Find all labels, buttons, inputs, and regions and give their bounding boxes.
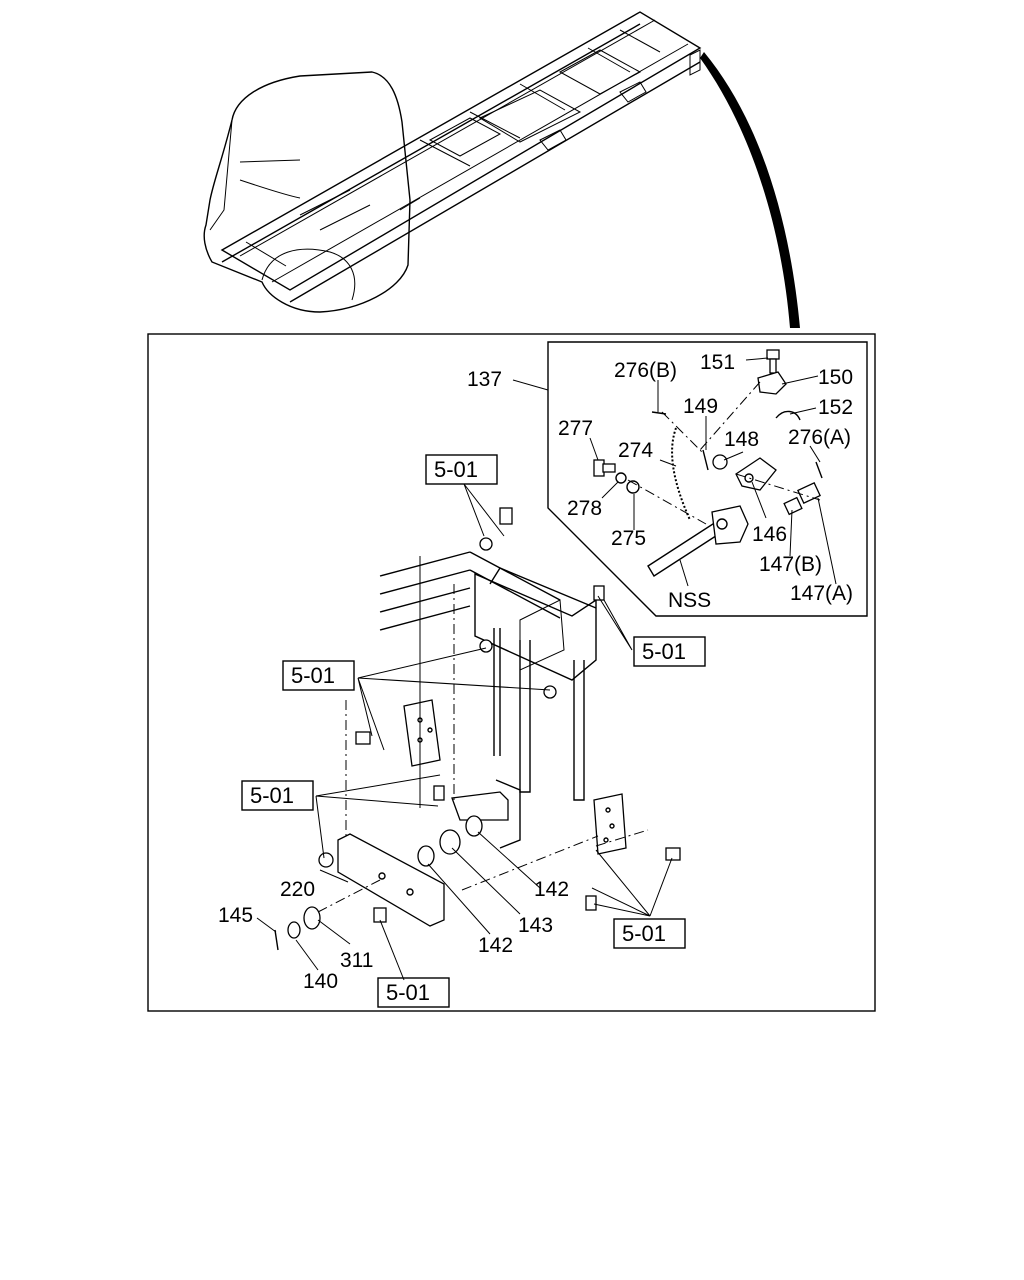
label-151: 151 [700, 351, 735, 374]
bracket-assembly [274, 507, 681, 951]
label-276b: 276(B) [614, 359, 677, 382]
label-274: 274 [618, 439, 653, 462]
leader-lines [256, 357, 837, 981]
ref-5-01-right-lower: 5-01 [622, 921, 666, 946]
label-276a: 276(A) [788, 426, 851, 449]
label-137: 137 [467, 368, 502, 391]
label-147b: 147(B) [759, 553, 822, 576]
label-145: 145 [218, 904, 253, 927]
inset-137 [547, 341, 868, 617]
label-220: 220 [280, 878, 315, 901]
ref-5-01-bottom: 5-01 [386, 980, 430, 1005]
label-140: 140 [303, 970, 338, 993]
detail-frame [147, 333, 876, 1012]
ref-5-01-left-upper: 5-01 [291, 663, 335, 688]
ref-5-01-top: 5-01 [434, 457, 478, 482]
label-152: 152 [818, 396, 853, 419]
ref-5-01-left-lower: 5-01 [250, 783, 294, 808]
part-labels: 137 151 150 152 276(B) 149 148 276(A) 27… [218, 351, 853, 993]
label-150: 150 [818, 366, 853, 389]
label-275: 275 [611, 527, 646, 550]
label-278: 278 [567, 497, 602, 520]
label-142-lower: 142 [478, 934, 513, 957]
truck-chassis-overview [203, 11, 800, 328]
label-149: 149 [683, 395, 718, 418]
label-277: 277 [558, 417, 593, 440]
label-142-upper: 142 [534, 878, 569, 901]
ref-5-01-right-upper: 5-01 [642, 639, 686, 664]
label-146: 146 [752, 523, 787, 546]
label-311: 311 [340, 949, 373, 972]
label-nss: NSS [668, 589, 711, 612]
label-148: 148 [724, 428, 759, 451]
label-143: 143 [518, 914, 553, 937]
reference-boxes: 5-01 5-01 5-01 5-01 5-01 5-01 [241, 454, 706, 1008]
label-147a: 147(A) [790, 582, 853, 605]
